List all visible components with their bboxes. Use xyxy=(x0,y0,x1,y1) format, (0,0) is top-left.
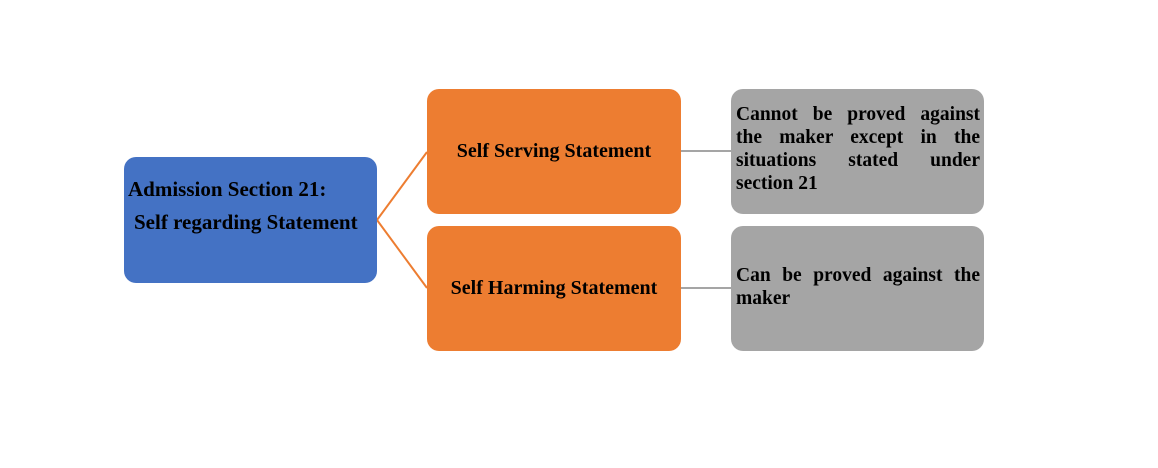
detail-self-serving: Cannot be proved against the maker excep… xyxy=(731,89,984,214)
branch-self-serving: Self Serving Statement xyxy=(427,89,681,214)
branch-label: Self Serving Statement xyxy=(456,140,652,162)
root-subtitle: Self regarding Statement xyxy=(134,210,358,234)
detail-text: Cannot be proved against the maker excep… xyxy=(736,104,980,194)
branch-self-harming: Self Harming Statement xyxy=(427,226,681,351)
detail-self-harming: Can be proved against the maker xyxy=(731,226,984,351)
root-node: Admission Section 21: Self regarding Sta… xyxy=(124,157,377,283)
branch-label: Self Harming Statement xyxy=(450,277,658,299)
detail-text: Can be proved against the maker xyxy=(736,265,980,309)
connector-root-harming xyxy=(376,219,428,289)
root-title: Admission Section 21: xyxy=(128,177,327,201)
connector-root-serving xyxy=(376,151,428,221)
